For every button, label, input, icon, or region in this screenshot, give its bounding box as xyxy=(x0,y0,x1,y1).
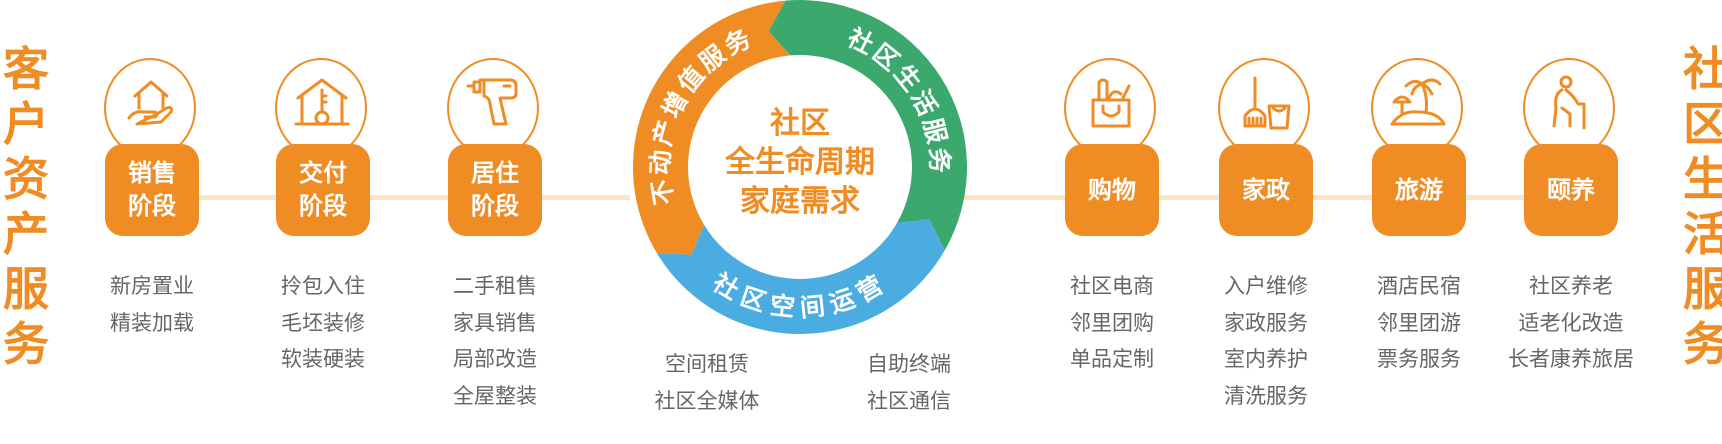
item-list: 新房置业精装加载 xyxy=(72,268,232,341)
ring-segment-orange xyxy=(633,0,791,255)
title-char: 资 xyxy=(3,152,49,206)
title-char: 产 xyxy=(3,207,49,261)
connector-line xyxy=(110,195,630,200)
list-item: 二手租售 xyxy=(453,274,537,298)
item-list: 入户维修家政服务室内养护清洗服务 xyxy=(1186,268,1346,414)
category-label: 阶段 xyxy=(128,192,176,220)
icon-circle xyxy=(1218,58,1310,158)
list-item: 社区全媒体 xyxy=(654,388,760,413)
category-label: 家政 xyxy=(1242,175,1290,204)
list-item: 适老化改造 xyxy=(1518,310,1624,335)
title-char: 活 xyxy=(1683,207,1722,261)
category-box: 购物 xyxy=(1065,144,1159,236)
island-palm-icon xyxy=(1390,78,1446,126)
icon-circle xyxy=(104,58,196,158)
house-hand-icon xyxy=(127,80,173,126)
list-item: 室内养护 xyxy=(1224,347,1308,371)
item-list: 社区电商邻里团购单品定制 xyxy=(1032,268,1192,378)
drill-icon xyxy=(466,78,518,126)
list-item: 全屋整装 xyxy=(453,383,537,408)
right-title-community-life-services: 社区生活服务 xyxy=(1680,42,1722,372)
list-item: 毛坯装修 xyxy=(281,310,365,335)
list-item: 精装加载 xyxy=(110,310,194,335)
list-item: 酒店民宿 xyxy=(1377,274,1461,298)
list-item: 社区电商 xyxy=(1070,274,1154,298)
category-label: 交付 xyxy=(299,159,347,187)
shopping-bag-icon xyxy=(1091,78,1131,128)
center-line: 家庭需求 xyxy=(740,184,860,219)
item-list: 二手租售家具销售局部改造全屋整装 xyxy=(415,268,575,414)
list-item: 家具销售 xyxy=(453,310,537,335)
category-box: 家政 xyxy=(1219,144,1313,236)
title-char: 服 xyxy=(1683,262,1722,316)
category-box: 颐养 xyxy=(1524,144,1618,236)
list-item: 自助终端 xyxy=(867,352,951,376)
category-label: 阶段 xyxy=(471,192,519,220)
icon-circle xyxy=(1371,58,1463,158)
title-char: 社 xyxy=(1683,42,1722,96)
title-char: 客 xyxy=(3,42,49,96)
list-item: 清洗服务 xyxy=(1224,383,1308,408)
category-box: 销售阶段 xyxy=(105,144,199,236)
list-item: 软装硬装 xyxy=(281,347,365,371)
list-item: 空间租赁 xyxy=(665,352,749,376)
title-char: 区 xyxy=(1683,97,1722,151)
list-item: 长者康养旅居 xyxy=(1508,347,1634,371)
category-label: 阶段 xyxy=(299,192,347,220)
center-title: 社区 全生命周期 家庭需求 xyxy=(700,104,900,221)
list-item: 家政服务 xyxy=(1224,310,1308,335)
category-box: 旅游 xyxy=(1372,144,1466,236)
space-ops-list-right: 自助终端 社区通信 xyxy=(809,346,1009,419)
elderly-cane-icon xyxy=(1552,75,1586,130)
broom-bucket-icon xyxy=(1243,76,1291,130)
center-line: 全生命周期 xyxy=(725,145,875,180)
icon-circle xyxy=(447,58,539,158)
list-item: 单品定制 xyxy=(1070,347,1154,371)
title-char: 生 xyxy=(1683,152,1722,206)
list-item: 票务服务 xyxy=(1377,347,1461,371)
center-line: 社区 xyxy=(770,106,830,141)
title-char: 服 xyxy=(3,262,49,316)
item-list: 酒店民宿邻里团游票务服务 xyxy=(1339,268,1499,378)
list-item: 入户维修 xyxy=(1224,274,1308,298)
list-item: 局部改造 xyxy=(453,347,537,371)
category-label: 购物 xyxy=(1088,175,1136,204)
category-label: 旅游 xyxy=(1395,175,1443,204)
category-label: 颐养 xyxy=(1547,175,1595,204)
category-box: 居住阶段 xyxy=(448,144,542,236)
title-char: 务 xyxy=(1683,317,1722,371)
list-item: 社区通信 xyxy=(867,388,951,413)
list-item: 社区养老 xyxy=(1529,274,1613,298)
ring-segment-blue xyxy=(656,219,945,335)
item-list: 拎包入住毛坯装修软装硬装 xyxy=(243,268,403,378)
category-label: 销售 xyxy=(128,159,176,187)
list-item: 拎包入住 xyxy=(281,274,365,298)
ring-segment-green xyxy=(768,0,968,251)
title-char: 户 xyxy=(3,97,49,151)
item-list: 社区养老适老化改造长者康养旅居 xyxy=(1491,268,1651,378)
category-label: 居住 xyxy=(471,159,519,187)
list-item: 邻里团游 xyxy=(1377,310,1461,335)
list-item: 邻里团购 xyxy=(1070,310,1154,335)
left-title-customer-asset-services: 客户资产服务 xyxy=(0,42,52,372)
space-ops-list-left: 空间租赁 社区全媒体 xyxy=(607,346,807,419)
category-box: 交付阶段 xyxy=(276,144,370,236)
title-char: 务 xyxy=(3,317,49,371)
icon-circle xyxy=(1064,58,1156,158)
list-item: 新房置业 xyxy=(110,274,194,298)
house-key-icon xyxy=(294,78,350,126)
